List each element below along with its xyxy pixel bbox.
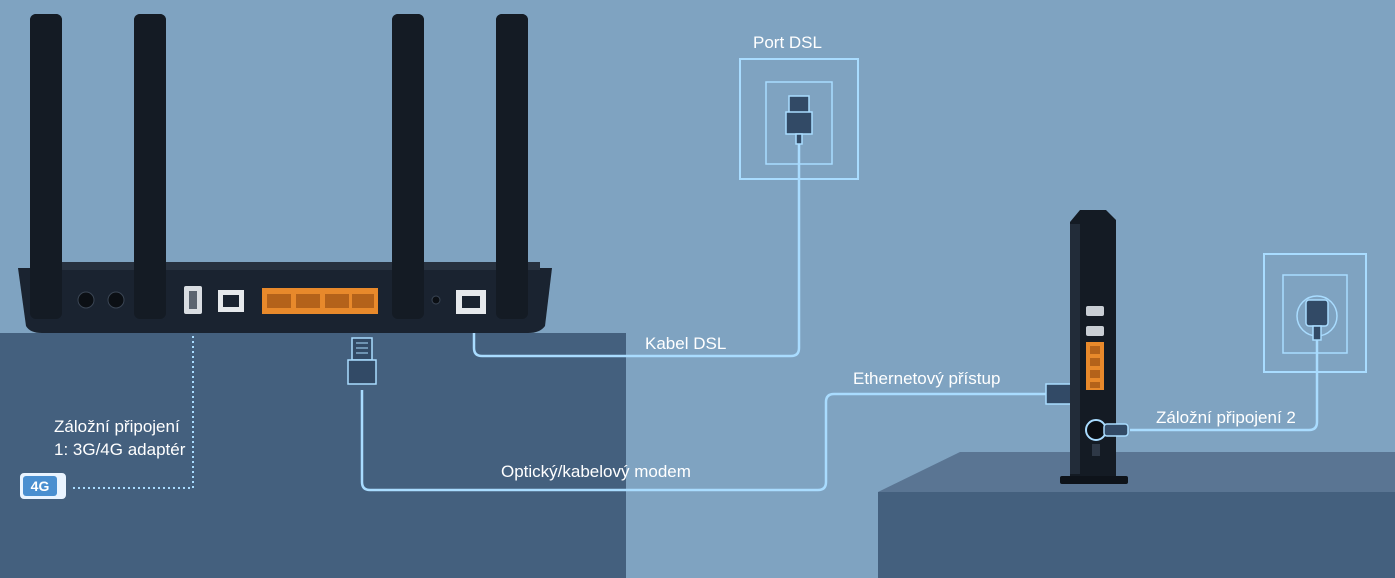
ethernet-access-label: Ethernetový přístup — [853, 369, 1001, 388]
dsl-cable — [472, 144, 801, 358]
backup2-cable — [1130, 340, 1319, 432]
usb-dotted-cable — [72, 326, 194, 489]
modem-label: Optický/kabelový modem — [501, 462, 691, 481]
right-platform — [878, 492, 1395, 578]
dsl-plug-icon — [785, 95, 813, 145]
backup1-line1-label: Záložní připojení — [54, 417, 180, 436]
right-platform-top — [878, 452, 1395, 492]
power-plug-icon — [1305, 299, 1329, 341]
left-platform — [0, 333, 626, 578]
port-dsl-label: Port DSL — [753, 33, 822, 52]
4g-badge-text: 4G — [23, 476, 57, 496]
4g-adapter-icon: 4G — [20, 473, 68, 499]
ethernet-plug-icon — [347, 337, 377, 385]
router — [18, 14, 552, 333]
kabel-dsl-label: Kabel DSL — [645, 334, 727, 353]
ethernet-cable — [360, 390, 1046, 492]
modem — [1060, 210, 1129, 484]
backup1-line2-label: 1: 3G/4G adaptér — [54, 440, 186, 459]
backup2-label: Záložní připojení 2 — [1156, 408, 1296, 427]
